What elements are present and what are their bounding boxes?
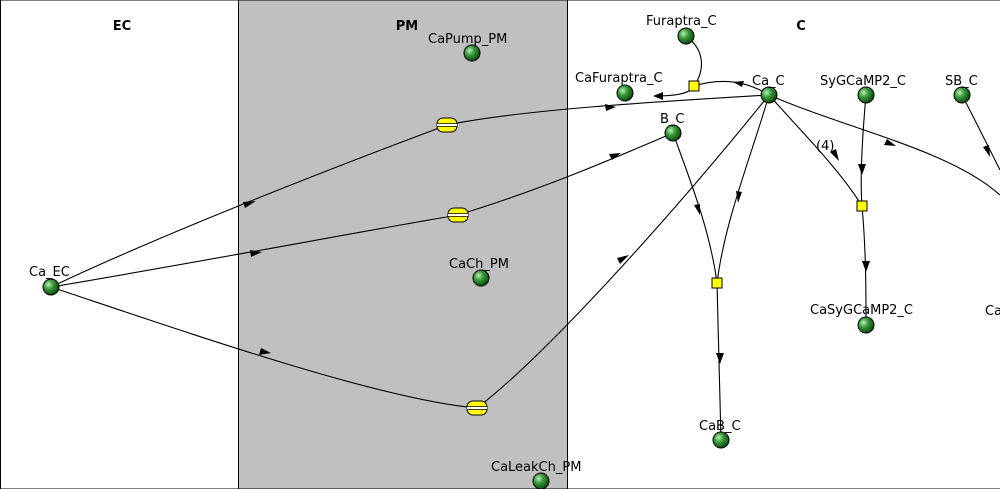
- edge-ca-ec-to-leak: [50, 286, 478, 409]
- species-label: CaPump_PM: [428, 32, 507, 47]
- arrowhead: [609, 153, 621, 160]
- species-node[interactable]: CaFuraptra_C: [575, 71, 663, 102]
- edge-sb-to-reaction: [961, 94, 1000, 171]
- edge-pump-to-ca-c: [446, 94, 770, 126]
- pump-channel[interactable]: [436, 117, 458, 133]
- edge-cab-reaction-to-product: [716, 282, 722, 441]
- compartment-title-pm: PM: [396, 19, 418, 34]
- reaction-nodes: [688, 80, 868, 289]
- species-label: CaFuraptra_C: [575, 71, 663, 86]
- species-label: Ca_C: [752, 74, 785, 89]
- species-node[interactable]: SB_C: [945, 74, 978, 104]
- arrowhead: [884, 139, 896, 146]
- edge-ca-ec-to-cach: [50, 214, 459, 288]
- species-node[interactable]: Furaptra_C: [646, 14, 717, 45]
- species-node[interactable]: CaPump_PM: [428, 32, 507, 62]
- species-label: SB_C: [945, 74, 978, 89]
- compartment-pm[interactable]: PM: [238, 0, 568, 489]
- edge-sygcamp-to-reaction: [860, 94, 867, 207]
- arrowhead: [736, 191, 742, 203]
- species-label: CaB_C: [699, 419, 741, 434]
- arrowhead: [862, 261, 870, 272]
- species-node[interactable]: SyGCaMP2_C: [820, 74, 906, 104]
- species-node[interactable]: Ca_EC: [29, 265, 70, 296]
- membrane-channels: [436, 117, 488, 416]
- species-label: SyGCaMP2_C: [820, 74, 906, 89]
- species-label: Ca: [985, 304, 1000, 319]
- species-label: CaCh_PM: [449, 257, 509, 272]
- calcium-channel[interactable]: [447, 207, 469, 223]
- reaction-node-furaptra[interactable]: [688, 80, 700, 92]
- compartment-c[interactable]: C: [567, 0, 1000, 489]
- arrowhead: [617, 255, 629, 264]
- species-node[interactable]: B_C: [660, 112, 685, 142]
- species-node[interactable]: CaCh_PM: [449, 257, 509, 287]
- compartment-title-c: C: [796, 19, 806, 34]
- species-label: CaLeakCh_PM: [491, 460, 581, 475]
- arrowhead: [716, 353, 724, 364]
- reaction-node-cab[interactable]: [711, 277, 723, 289]
- arrowhead: [733, 81, 744, 87]
- arrowhead: [694, 204, 700, 215]
- species-label: CaSyGCaMP2_C: [810, 303, 913, 318]
- arrowhead: [243, 201, 256, 208]
- edge-cach-to-b-c: [457, 132, 674, 216]
- stoichiometry-label: (4): [816, 139, 834, 154]
- arrowhead: [250, 250, 262, 257]
- leak-channel[interactable]: [466, 400, 488, 416]
- edge-leak-to-ca-c: [476, 94, 770, 409]
- arrowhead: [605, 104, 616, 111]
- species-label-partial: Ca: [985, 304, 1000, 319]
- reaction-edges: [50, 35, 1000, 441]
- compartment-title-ec: EC: [113, 19, 131, 34]
- arrowhead: [830, 149, 839, 161]
- arrowhead: [653, 92, 663, 100]
- species-label: Furaptra_C: [646, 14, 717, 29]
- arrowhead: [858, 164, 866, 175]
- reaction-node-sygcamp[interactable]: [856, 200, 868, 212]
- edge-ca-c-to-cab-reaction: [716, 94, 770, 284]
- species-label: B_C: [660, 112, 685, 127]
- species-nodes: Ca_EC CaPump_PM CaCh_PM CaLeakCh_PM Fura…: [29, 14, 1000, 489]
- species-node[interactable]: Ca_C: [752, 74, 785, 104]
- edge-ca-c-to-sb-reaction: [768, 94, 1000, 196]
- arrowhead: [983, 145, 990, 157]
- species-node[interactable]: CaLeakCh_PM: [491, 460, 581, 489]
- arrowhead: [259, 348, 271, 355]
- species-node[interactable]: CaB_C: [699, 419, 741, 449]
- species-label: Ca_EC: [29, 265, 70, 280]
- species-node[interactable]: CaSyGCaMP2_C: [810, 303, 913, 334]
- edge-ca-c-to-sygcamp-reaction: [768, 94, 863, 207]
- compartment-ec[interactable]: EC: [0, 0, 239, 489]
- edge-ca-ec-to-pump: [50, 124, 448, 288]
